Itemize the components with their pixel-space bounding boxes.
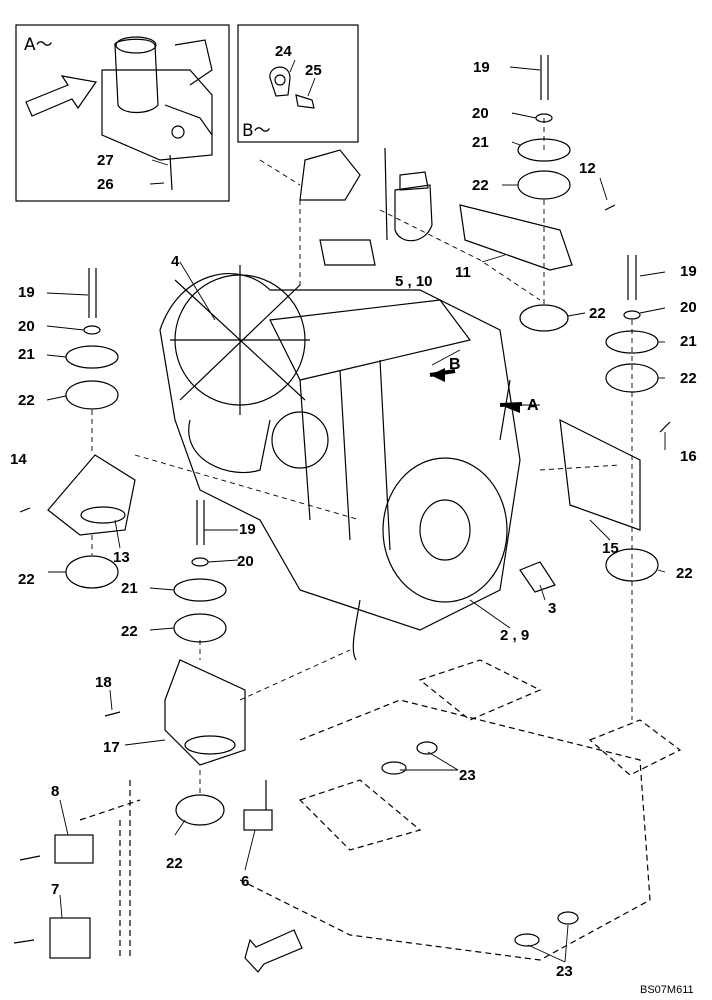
engine-assembly [159, 265, 521, 661]
callout-17: 17 [103, 739, 120, 756]
machine-frame-dashed [79, 659, 682, 961]
mount-22-left [65, 380, 119, 410]
bolt-12 [604, 204, 616, 211]
callout-27: 27 [97, 152, 114, 169]
callout-21: 21 [18, 346, 35, 363]
mount-21-left [65, 345, 119, 369]
relay-6 [243, 809, 273, 831]
callout-4: 4 [171, 253, 180, 270]
callout-20: 20 [472, 105, 489, 122]
relay-8 [54, 834, 94, 864]
callout-20: 20 [680, 299, 697, 316]
callout-6: 6 [241, 873, 250, 890]
callout-15: 15 [602, 540, 619, 557]
bracket-17 [164, 659, 246, 766]
bolt-19-top-right [540, 55, 549, 100]
bolt-14 [19, 507, 31, 513]
bracket-13-hole [80, 506, 126, 524]
mount-22-right-lower [519, 304, 569, 332]
diagram-code: BS07M611 [640, 984, 694, 996]
view-marker-a-label: A [527, 397, 539, 414]
bracket-15 [559, 418, 641, 531]
mount-21-center [173, 578, 227, 602]
callout-19: 19 [680, 263, 697, 280]
cap-23-a [416, 741, 438, 755]
callout-12: 12 [579, 160, 596, 177]
relay-7-bolt [13, 939, 35, 944]
inset-a-title: A～ [24, 35, 53, 55]
callout-22: 22 [18, 571, 35, 588]
callout-22: 22 [121, 623, 138, 640]
callout-13: 13 [113, 549, 130, 566]
callout-23: 23 [459, 767, 476, 784]
callout-22: 22 [18, 392, 35, 409]
inset-a-engine-drawing [101, 36, 213, 191]
bolt-18 [104, 711, 121, 717]
callout-16: 16 [680, 448, 697, 465]
view-marker-b-label: B [449, 356, 461, 373]
washer-20-far-right [623, 310, 641, 320]
callout-21: 21 [121, 580, 138, 597]
alignment-lines [91, 118, 633, 795]
inset-a-frame [15, 24, 230, 202]
callout-22: 22 [676, 565, 693, 582]
view-b-arrow [429, 369, 456, 377]
callout-22: 22 [166, 855, 183, 872]
cap-23-b [381, 761, 407, 775]
bolt-19-far-right [627, 255, 637, 300]
callout-20: 20 [18, 318, 35, 335]
callout-20: 20 [237, 553, 254, 570]
callout-19: 19 [239, 521, 256, 538]
callout-11: 11 [455, 264, 471, 281]
mount-22-center [173, 613, 227, 643]
washer-20-center [191, 557, 209, 567]
leader-lines [46, 59, 666, 963]
callout-5-10: 5 , 10 [395, 273, 433, 290]
fuel-filter [384, 147, 433, 242]
inset-b-frame [237, 24, 359, 143]
callout-21: 21 [472, 134, 489, 151]
mount-22-lower-left [65, 555, 119, 589]
callout-19: 19 [473, 59, 490, 76]
callout-14: 14 [10, 451, 27, 468]
relay-8-bolt [19, 855, 41, 861]
callout-3: 3 [548, 600, 557, 617]
mount-22-top-right [517, 170, 571, 200]
callout-21: 21 [680, 333, 697, 350]
callout-8: 8 [51, 783, 60, 800]
inset-a-view-arrow [25, 75, 98, 117]
callout-2-9: 2 , 9 [500, 627, 530, 644]
callout-26: 26 [97, 176, 114, 193]
inset-b-clamp-drawing [269, 66, 315, 109]
upper-bracket-dashed [299, 149, 376, 266]
callout-19: 19 [18, 284, 35, 301]
bracket-11 [459, 204, 573, 271]
bracket-17-hole [184, 735, 236, 755]
gasket-3 [519, 561, 556, 593]
cap-23-c [557, 911, 579, 925]
callout-18: 18 [95, 674, 112, 691]
bolt-16 [659, 421, 671, 433]
bolt-19-left [88, 268, 97, 318]
callout-24: 24 [275, 43, 292, 60]
bracket-13 [47, 454, 136, 536]
callout-23: 23 [556, 963, 573, 980]
washer-20-left [83, 325, 101, 335]
callout-22: 22 [680, 370, 697, 387]
relay-7 [49, 917, 91, 959]
callout-25: 25 [305, 62, 322, 79]
bolt-19-center [196, 500, 205, 545]
callout-22: 22 [472, 177, 489, 194]
mount-22-bottom [175, 794, 225, 826]
bottom-direction-arrow [244, 929, 303, 973]
inset-b-title: B～ [242, 121, 271, 141]
cap-23-d [514, 933, 540, 947]
callout-22: 22 [589, 305, 606, 322]
view-a-arrow [499, 402, 523, 407]
callout-7: 7 [51, 881, 60, 898]
